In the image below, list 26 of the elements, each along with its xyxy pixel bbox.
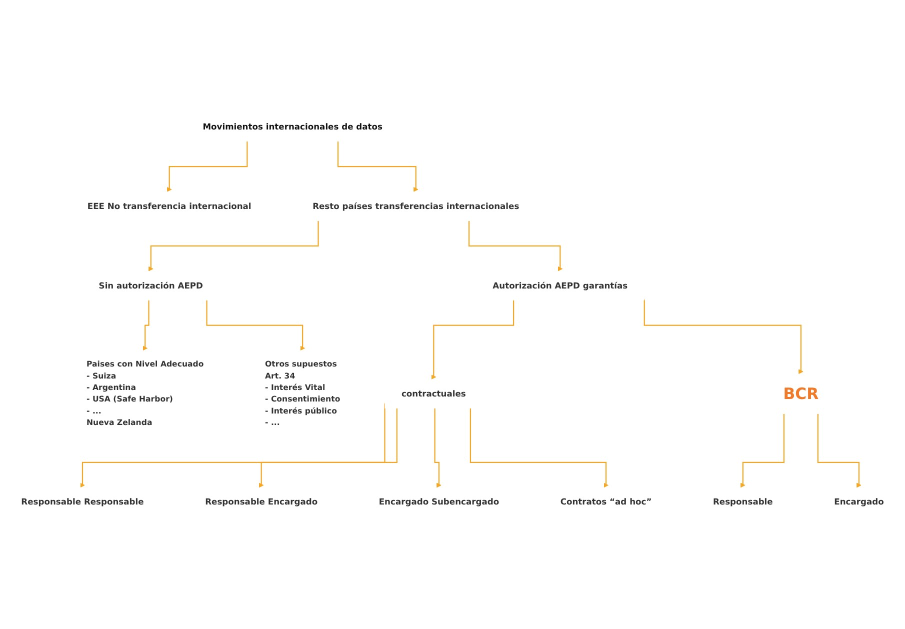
node-text: Encargado Subencargado bbox=[378, 496, 500, 507]
node-text: Responsable Encargado bbox=[205, 496, 318, 507]
node-text: EEE No transferencia internacional bbox=[87, 201, 252, 212]
arrow bbox=[434, 408, 442, 488]
arrow bbox=[258, 408, 398, 488]
arrow bbox=[468, 220, 563, 272]
node-text: Resto países transferencias internacionales bbox=[312, 201, 520, 212]
node-text: Autorización AEPD garantías bbox=[492, 280, 628, 291]
node-text: Contratos “ad hoc” bbox=[560, 496, 652, 507]
arrow bbox=[644, 300, 804, 374]
arrow bbox=[470, 408, 608, 488]
node-text: BCR bbox=[783, 384, 819, 403]
arrow bbox=[206, 300, 306, 351]
arrow bbox=[148, 220, 319, 272]
arrow bbox=[166, 142, 248, 192]
node-text: Encargado bbox=[834, 496, 884, 507]
arrow bbox=[142, 300, 150, 351]
arrow bbox=[431, 300, 514, 380]
node-text: contractuales bbox=[401, 388, 466, 399]
node-text: Responsable Responsable bbox=[21, 496, 144, 507]
arrow bbox=[817, 414, 862, 488]
node-text: Sin autorización AEPD bbox=[98, 280, 203, 291]
node-text: Responsable bbox=[712, 496, 773, 507]
arrow bbox=[337, 142, 418, 192]
node-text: Movimientos internacionales de datos bbox=[202, 122, 382, 132]
arrow bbox=[740, 414, 785, 488]
